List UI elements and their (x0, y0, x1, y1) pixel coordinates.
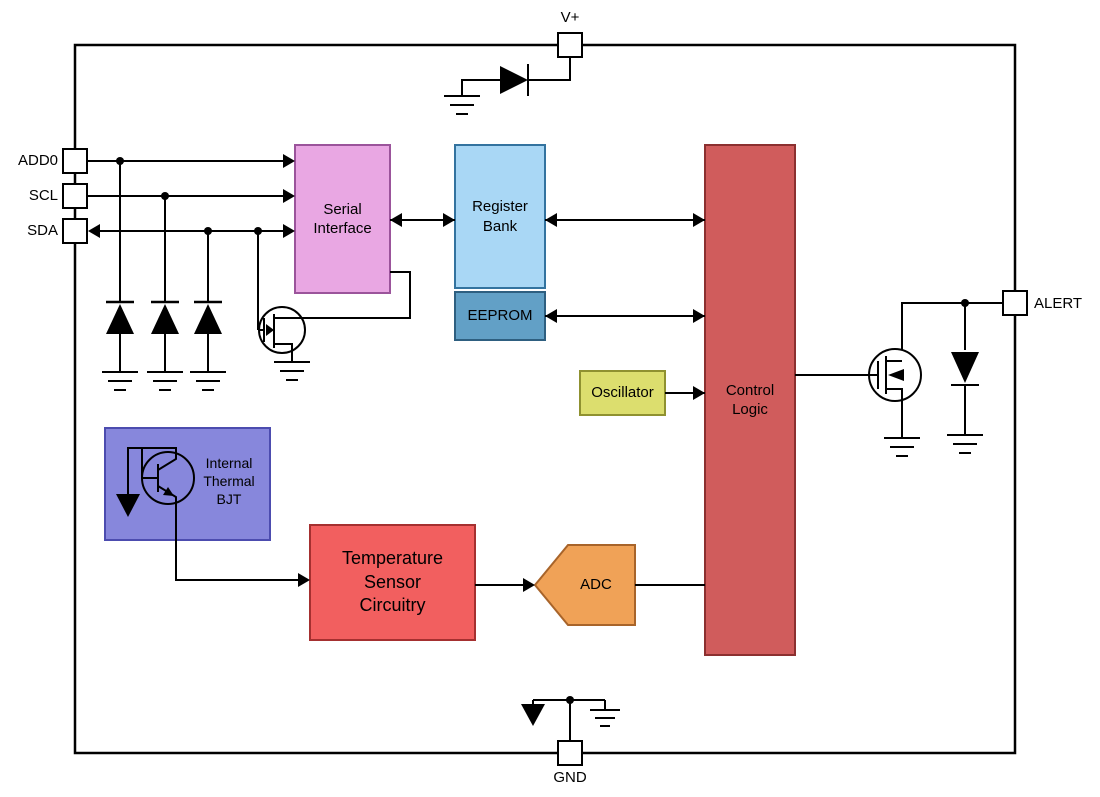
arrowhead (283, 154, 295, 168)
esd-diode-icon (106, 304, 134, 334)
junction-dot (961, 299, 969, 307)
ground-symbol (190, 371, 226, 391)
register-bank-block (454, 144, 546, 289)
bus-arrowheads (390, 213, 705, 400)
ground-symbol (884, 437, 920, 457)
arrowhead (693, 213, 705, 227)
arrowhead (545, 309, 557, 323)
add0-pin-pad (62, 148, 88, 174)
arrowhead (283, 189, 295, 203)
vplus-pin-label: V+ (560, 9, 580, 26)
temperature-sensor-label: Temperature Sensor Circuitry (341, 548, 444, 616)
esd-diode-icon (194, 304, 222, 334)
add0-pin-label: ADD0 (17, 152, 58, 169)
eeprom-label: EEPROM (467, 307, 533, 325)
arrowhead (693, 309, 705, 323)
esd-diodes (88, 154, 295, 334)
alert-pin-pad (1002, 290, 1028, 316)
ground-symbol (947, 434, 983, 454)
arrowhead (523, 578, 535, 592)
control-logic-label: Control Logic (725, 381, 775, 419)
ground-symbol (102, 371, 138, 391)
alert-pin-label: ALERT (1034, 295, 1083, 312)
serial-interface-block (294, 144, 391, 294)
scl-pin-pad (62, 183, 88, 209)
gnd-pin-label: GND (553, 769, 587, 786)
ground-symbol (147, 371, 183, 391)
mosfet-arrow-icon (266, 324, 274, 336)
arrowhead (545, 213, 557, 227)
junction-dot (116, 157, 124, 165)
temperature-sensor-block (309, 524, 476, 641)
arrowhead (693, 386, 705, 400)
gnd-pin-pad (557, 740, 583, 766)
arrowhead (283, 224, 295, 238)
register-bank-label: Register Bank (472, 198, 528, 235)
adc-label: ADC (580, 576, 612, 594)
vplus-diode-icon (500, 66, 528, 94)
arrowhead (88, 224, 100, 238)
oscillator-block (579, 370, 666, 416)
junction-dot (161, 192, 169, 200)
oscillator-label: Oscillator (591, 384, 654, 402)
vplus-pin-pad (557, 32, 583, 58)
pin-pads (62, 32, 1028, 766)
sda-mosfet-symbol (257, 231, 411, 381)
scl-pin-label: SCL (28, 187, 58, 204)
gnd-arrow-icon (521, 704, 545, 726)
sda-pin-pad (62, 218, 88, 244)
ground-symbol (274, 361, 310, 381)
bjt-emitter-arrow-icon (163, 487, 174, 496)
arrowhead (298, 573, 310, 587)
junction-dot (566, 696, 574, 704)
alert-diode-icon (951, 352, 979, 383)
control-logic-block (704, 144, 796, 656)
serial-interface-label: Serial Interface (313, 200, 372, 238)
internal-thermal-bjt-block (104, 427, 271, 541)
ground-symbol (590, 709, 620, 727)
junction-dot (204, 227, 212, 235)
mosfet-arrow-icon (888, 369, 904, 381)
sda-pin-label: SDA (27, 222, 58, 239)
ground-symbol (444, 95, 480, 115)
bjt-ground-arrow-icon (116, 494, 140, 517)
arrowhead (443, 213, 455, 227)
arrowhead (390, 213, 402, 227)
internal-thermal-bjt-label: Internal Thermal BJT (203, 454, 255, 508)
esd-diode-icon (151, 304, 179, 334)
